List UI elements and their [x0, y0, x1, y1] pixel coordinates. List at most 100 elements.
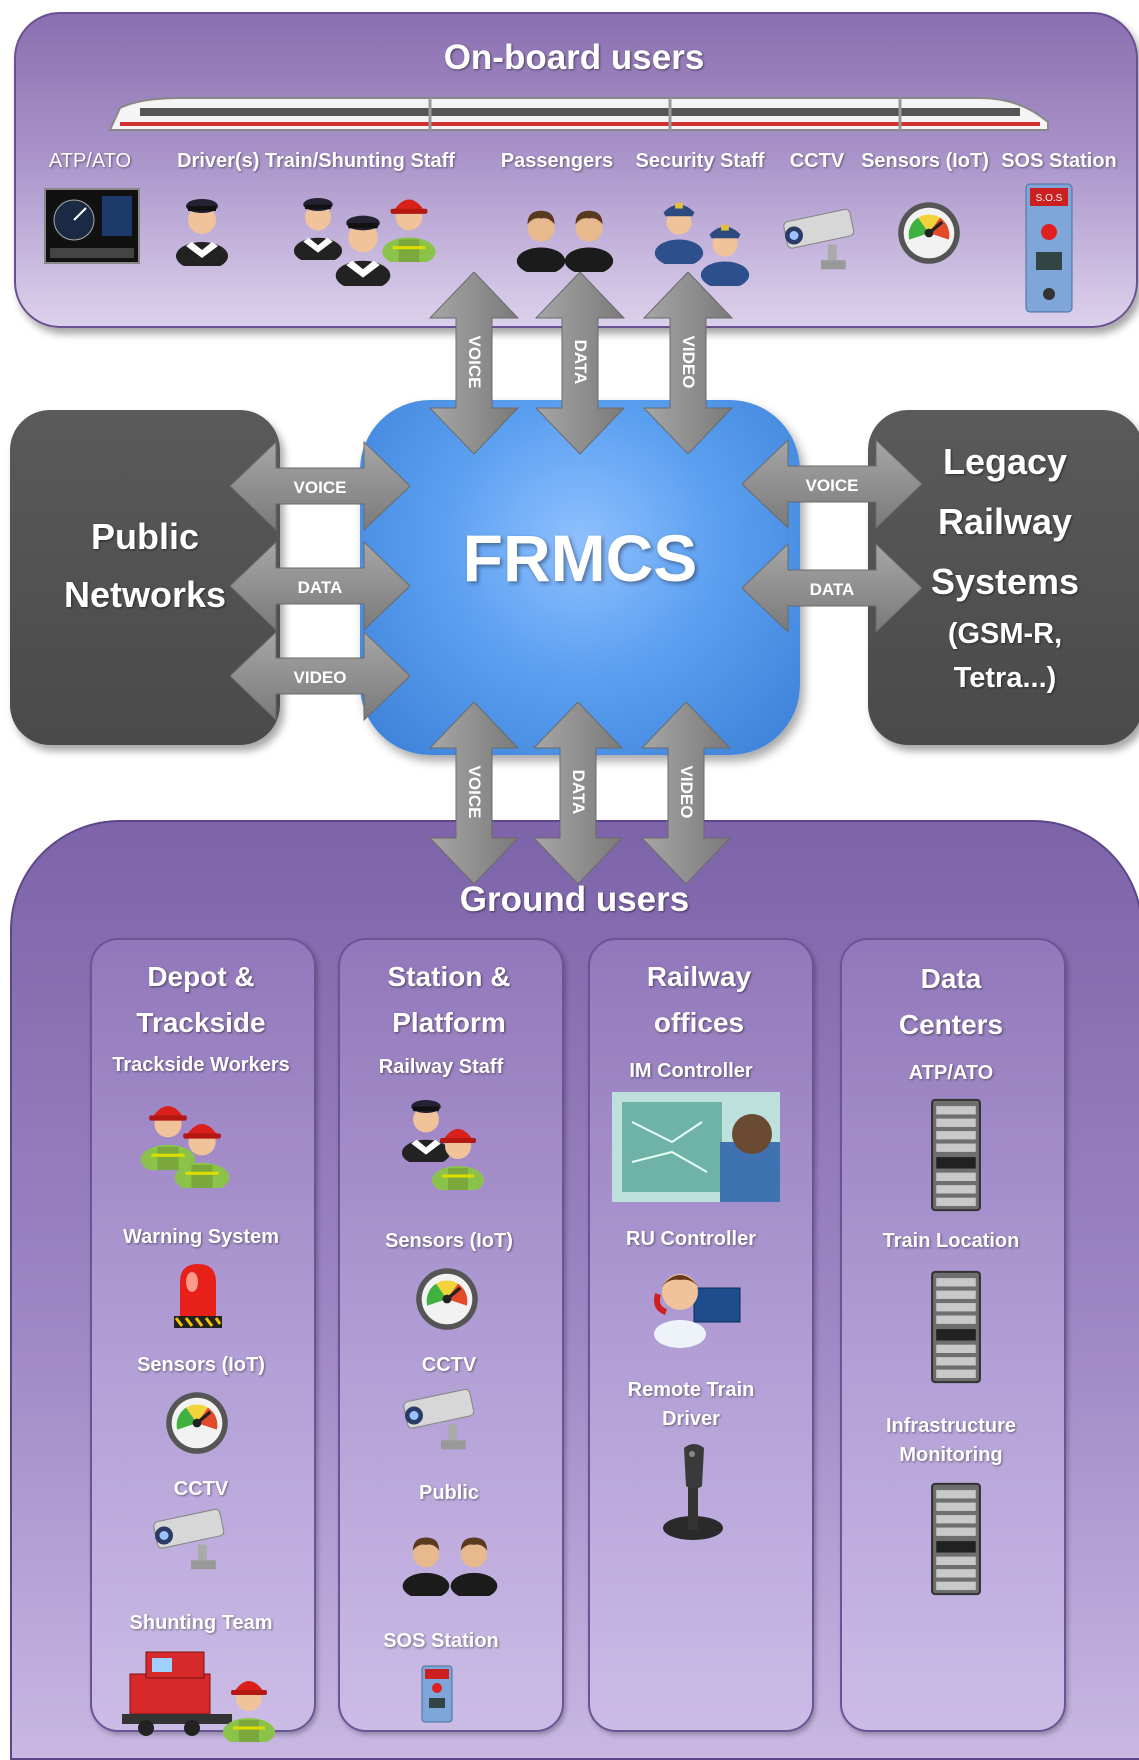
arrow-top-voice — [428, 272, 520, 454]
depot-item-cctv: CCTV — [173, 1478, 229, 1500]
ru-controller-icon — [654, 1274, 741, 1348]
server-rack-icon-3 — [930, 1478, 982, 1600]
arrow-bottom-data — [532, 702, 624, 884]
arrow-bottom-video — [640, 702, 732, 884]
legacy-line4: (GSM-R, — [947, 618, 1063, 650]
column-station — [338, 938, 564, 1732]
offices-item-ru-controller: RU Controller — [626, 1228, 756, 1250]
remote-train-line2: Driver — [662, 1408, 720, 1430]
arrow-top-video-label: VIDEO — [679, 335, 698, 389]
svg-text:S.O.S: S.O.S — [1036, 193, 1063, 204]
arrow-public-voice — [230, 440, 410, 532]
staff-worker-icon — [378, 180, 440, 262]
depot-sensor-gauge-icon — [164, 1390, 230, 1456]
column-station-title-1: Station & — [387, 961, 511, 992]
column-offices-title-2: offices — [653, 1007, 745, 1038]
arrow-public-data — [230, 540, 410, 632]
station-item-cctv: CCTV — [421, 1354, 477, 1376]
public-networks-panel — [10, 410, 280, 745]
dc-item-atp-ato: ATP/ATO — [908, 1062, 994, 1084]
legacy-subtitle: (GSM-R, Tetra...) — [905, 612, 1105, 700]
server-rack-icon-2 — [930, 1266, 982, 1388]
depot-cctv-icon — [146, 1506, 236, 1574]
column-depot — [90, 938, 316, 1732]
column-station-title-2: Platform — [392, 1007, 506, 1038]
legacy-line3: Systems — [930, 561, 1080, 602]
legacy-title: Legacy Railway Systems — [905, 432, 1105, 612]
arrow-public-data-label: DATA — [297, 578, 343, 597]
station-sensor-gauge-icon — [414, 1266, 480, 1332]
depot-item-warning-system: Warning System — [123, 1226, 279, 1248]
infra-line1: Infrastructure — [885, 1415, 1017, 1437]
server-rack-icon-1 — [930, 1094, 982, 1216]
onboard-label-security: Security Staff — [635, 150, 765, 172]
arrow-top-voice-label: VOICE — [465, 335, 484, 389]
arrow-legacy-voice — [742, 438, 922, 530]
ground-title: Ground users — [459, 880, 690, 919]
trackside-worker-icon-2 — [170, 1104, 234, 1188]
arrow-bottom-voice-label: VOICE — [465, 765, 484, 819]
onboard-label-sensors: Sensors (IoT) — [861, 150, 989, 172]
driver-icon — [170, 186, 234, 266]
station-item-public: Public — [418, 1482, 479, 1504]
depot-item-trackside-workers: Trackside Workers — [112, 1054, 290, 1076]
legacy-line5: Tetra...) — [953, 662, 1057, 694]
station-item-sensors: Sensors (IoT) — [385, 1230, 513, 1252]
dc-item-train-location: Train Location — [882, 1230, 1020, 1252]
remote-train-line1: Remote Train — [627, 1379, 755, 1401]
onboard-label-atp: ATP/ATO — [48, 150, 132, 172]
shunting-locomotive-icon — [122, 1651, 232, 1736]
onboard-label-sos: SOS Station — [1001, 150, 1117, 172]
column-depot-title-2: Trackside — [136, 1007, 266, 1038]
arrow-public-voice-label: VOICE — [293, 478, 347, 497]
column-offices-title-1: Railway — [646, 961, 752, 992]
station-item-sos-station: SOS Station — [383, 1630, 499, 1652]
public-networks-line2: Networks — [63, 574, 227, 615]
arrow-bottom-voice — [428, 702, 520, 884]
arrow-top-video — [642, 272, 734, 454]
sos-station-icon: S.O.S — [1025, 183, 1073, 313]
legacy-line1: Legacy — [942, 441, 1068, 482]
onboard-label-cctv: CCTV — [789, 150, 845, 172]
joystick-icon — [663, 1444, 723, 1540]
onboard-label-driver: Driver(s) Train/Shunting Staff — [177, 150, 455, 172]
arrow-legacy-voice-label: VOICE — [805, 476, 859, 495]
arrow-top-data-label: DATA — [571, 339, 590, 385]
onboard-users-panel — [14, 12, 1138, 328]
column-datacenters-title-1: Data — [920, 963, 982, 994]
offices-item-remote-train-driver: Remote Train Driver — [580, 1376, 802, 1434]
arrow-legacy-data-label: DATA — [809, 580, 855, 599]
sensor-gauge-icon — [896, 200, 962, 266]
station-worker-icon — [428, 1110, 488, 1190]
shunting-worker-icon — [218, 1662, 280, 1742]
arrow-bottom-data-label: DATA — [569, 769, 588, 815]
arrow-legacy-data — [742, 542, 922, 634]
arrow-public-video — [230, 630, 410, 722]
station-sos-icon — [421, 1665, 453, 1723]
station-item-railway-staff: Railway Staff — [378, 1056, 504, 1078]
im-controller-screen-icon — [612, 1092, 780, 1202]
onboard-label-passengers: Passengers — [500, 150, 614, 172]
onboard-title: On-board users — [443, 38, 705, 77]
column-offices-title: Railway offices — [588, 954, 810, 1046]
column-station-title: Station & Platform — [338, 954, 560, 1046]
cctv-icon — [776, 206, 866, 274]
public-person-icon-2 — [446, 1520, 502, 1596]
depot-item-sensors: Sensors (IoT) — [137, 1354, 265, 1376]
column-datacenters-title: Data Centers — [840, 956, 1062, 1048]
frmcs-title: FRMCS — [462, 521, 698, 595]
dc-item-infrastructure-monitoring: Infrastructure Monitoring — [840, 1412, 1062, 1470]
warning-light-icon — [174, 1264, 222, 1328]
arrow-bottom-video-label: VIDEO — [677, 765, 696, 819]
legacy-systems-panel — [868, 410, 1139, 745]
public-networks-line1: Public — [90, 516, 200, 557]
train-icon — [108, 97, 1049, 131]
legacy-line2: Railway — [937, 501, 1073, 542]
arrow-top-data — [534, 272, 626, 454]
atp-screen-icon — [44, 188, 140, 264]
public-networks-title: Public Networks — [20, 508, 270, 624]
infra-line2: Monitoring — [899, 1444, 1003, 1466]
column-depot-title-1: Depot & — [147, 961, 255, 992]
depot-item-shunting-team: Shunting Team — [129, 1612, 273, 1634]
passenger-icon-2 — [560, 192, 618, 272]
